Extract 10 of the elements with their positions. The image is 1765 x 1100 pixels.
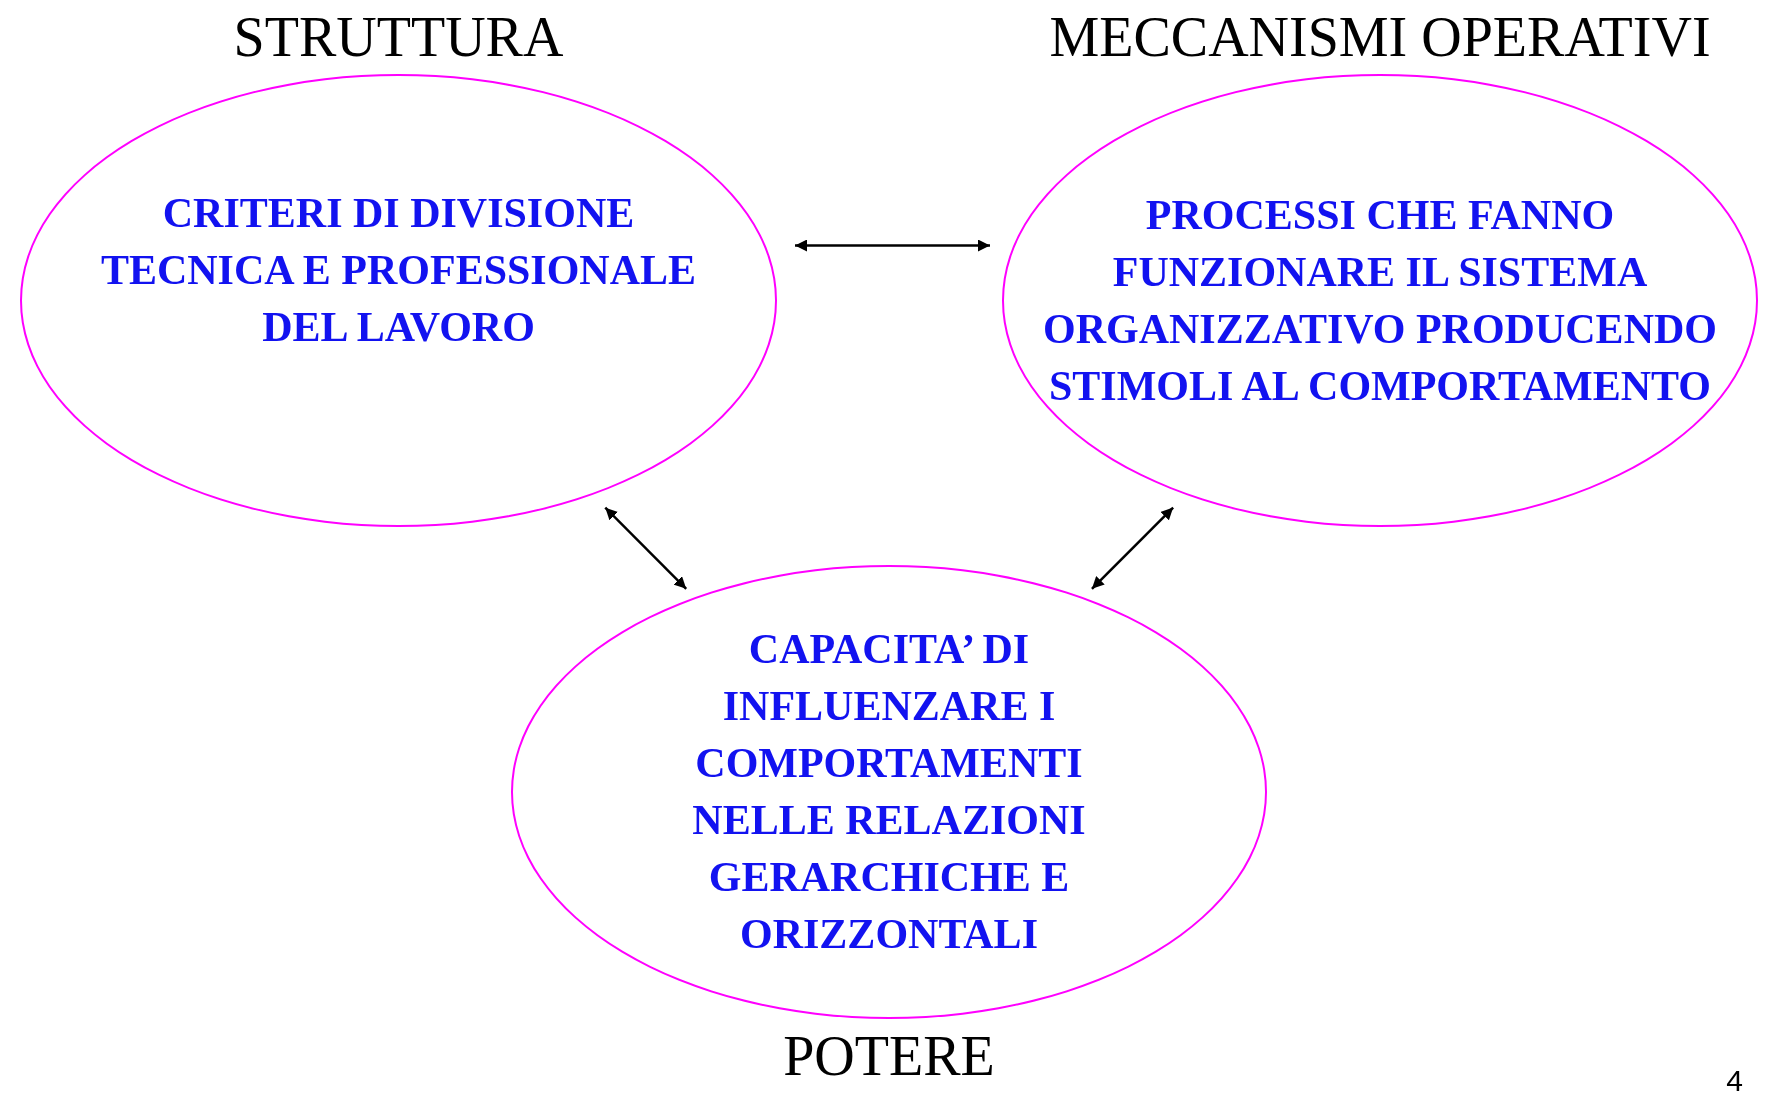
double-arrow bbox=[795, 239, 990, 252]
node-text: PROCESSI CHE FANNO FUNZIONARE IL SISTEMA ORGANIZZATIVO PRODUCENDO STIMOLI AL COMPORTAMENTO bbox=[1042, 190, 1718, 411]
node-text: CRITERI DI DIVISIONE TECNICA E PROFESSIONALE DEL LAVORO bbox=[99, 189, 698, 352]
double-arrow bbox=[604, 506, 688, 590]
node-heading: MECCANISMI OPERATIVI bbox=[1049, 5, 1711, 70]
node-heading: POTERE bbox=[783, 1024, 995, 1089]
double-arrow bbox=[1091, 506, 1174, 590]
page-number: 4 bbox=[1726, 1064, 1743, 1098]
node-text: CAPACITA’ DI INFLUENZARE I COMPORTAMENTI NELLE RELAZIONI GERARCHICHE E ORIZZONTALI bbox=[691, 625, 1087, 959]
node-heading: STRUTTURA bbox=[233, 5, 564, 70]
